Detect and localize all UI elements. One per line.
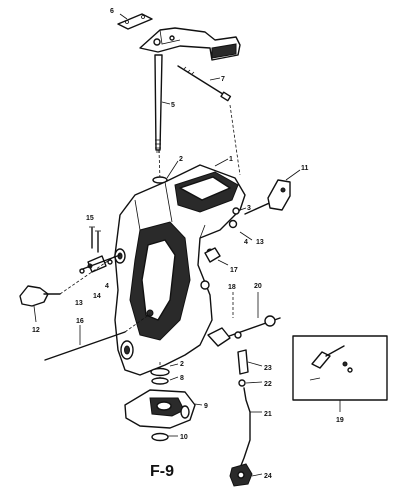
leader-2b (169, 363, 179, 367)
part-7-bolt (177, 65, 232, 102)
part-15-pins (89, 226, 101, 253)
callout-1: 1 (229, 156, 233, 163)
callout-24: 24 (264, 473, 272, 480)
callout-22: 22 (264, 381, 272, 388)
callout-8: 8 (180, 375, 184, 382)
figure-label: F-9 (150, 463, 174, 480)
leader-1 (214, 158, 229, 167)
callout-13-right: 13 (256, 239, 264, 246)
callout-18: 18 (228, 284, 236, 291)
leader-6 (119, 13, 128, 20)
part-12-clip (19, 285, 49, 307)
part-11-bolt-plate (244, 179, 291, 215)
leader-7 (209, 77, 221, 81)
part-4-washer (228, 219, 238, 229)
callout-10: 10 (180, 434, 188, 441)
callout-19: 19 (336, 417, 344, 424)
part-8-washer (151, 377, 169, 385)
part-1-swivel-bracket (114, 164, 246, 376)
callout-21: 21 (264, 411, 272, 418)
callout-17: 17 (230, 267, 238, 274)
upper-bracket (139, 27, 241, 61)
part-2-washer-bottom (150, 367, 170, 377)
callout-20: 20 (254, 283, 262, 290)
leader-3 (239, 207, 247, 211)
callout-16: 16 (76, 318, 84, 325)
part-16-rod (44, 331, 126, 361)
leader-5 (161, 101, 171, 105)
callout-23: 23 (264, 365, 272, 372)
callout-5: 5 (171, 102, 175, 109)
callout-14: 14 (93, 293, 101, 300)
part-21-rod (239, 387, 251, 469)
callout-7: 7 (221, 76, 225, 83)
leader-2a (166, 160, 179, 179)
callout-9: 9 (204, 403, 208, 410)
leader-9 (194, 403, 203, 406)
callout-15: 15 (86, 215, 94, 222)
callout-12: 12 (32, 327, 40, 334)
callout-4-right: 4 (244, 239, 248, 246)
leader-8 (169, 376, 179, 381)
callout-4-left: 4 (105, 283, 109, 290)
align-line (124, 313, 151, 333)
part-3-washer (232, 207, 240, 215)
align-line (229, 104, 241, 176)
callout-2-bottom: 2 (180, 361, 184, 368)
align-line (59, 255, 116, 295)
part-19-inset (292, 335, 388, 401)
callout-3: 3 (247, 205, 251, 212)
leader-13 (239, 231, 253, 241)
callout-2-top: 2 (179, 156, 183, 163)
leader-12 (33, 305, 37, 323)
leader-22 (245, 381, 263, 384)
part-2-washer-top (152, 176, 168, 184)
part-4-washer-left (107, 259, 113, 265)
part-17 (204, 247, 221, 263)
leader-23 (247, 361, 263, 367)
part-5-shaft (154, 54, 163, 153)
part-22-washer (238, 379, 246, 387)
part-20-bolt (207, 315, 281, 347)
callout-13-left: 13 (75, 300, 83, 307)
part-14-assembly (79, 254, 121, 273)
align-line (158, 149, 161, 181)
callout-6: 6 (110, 8, 114, 15)
callout-11: 11 (301, 165, 309, 172)
part-24-knob (229, 463, 253, 487)
leader-17 (217, 259, 229, 266)
part-10-washer (151, 432, 169, 442)
part-23-clip (237, 349, 249, 375)
leader-24 (251, 473, 263, 477)
part-9-clamp (124, 389, 196, 429)
part-13-nut-left (79, 268, 85, 274)
part-6-plate (117, 13, 153, 30)
leader-11 (285, 169, 301, 181)
